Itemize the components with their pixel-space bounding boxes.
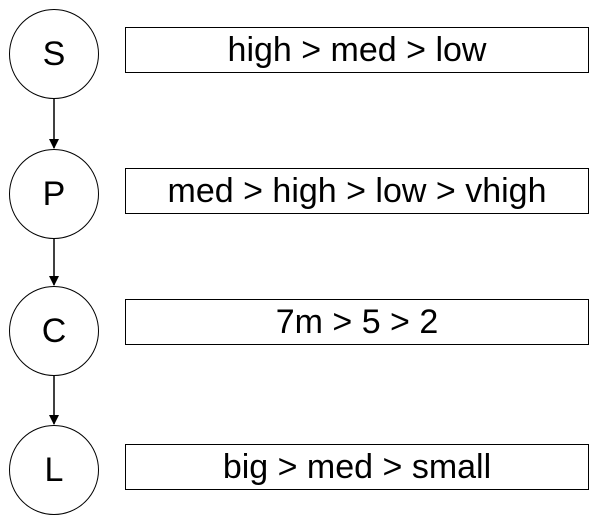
ordering-box-p: med > high > low > vhigh [125,168,589,214]
ordering-box-s: high > med > low [125,27,589,73]
node-p: P [9,149,99,239]
ordering-box-l: big > med > small [125,444,589,490]
ordering-box-c: 7m > 5 > 2 [125,299,589,345]
node-l: L [9,425,99,515]
node-s: S [9,9,99,99]
node-c: C [9,286,99,376]
